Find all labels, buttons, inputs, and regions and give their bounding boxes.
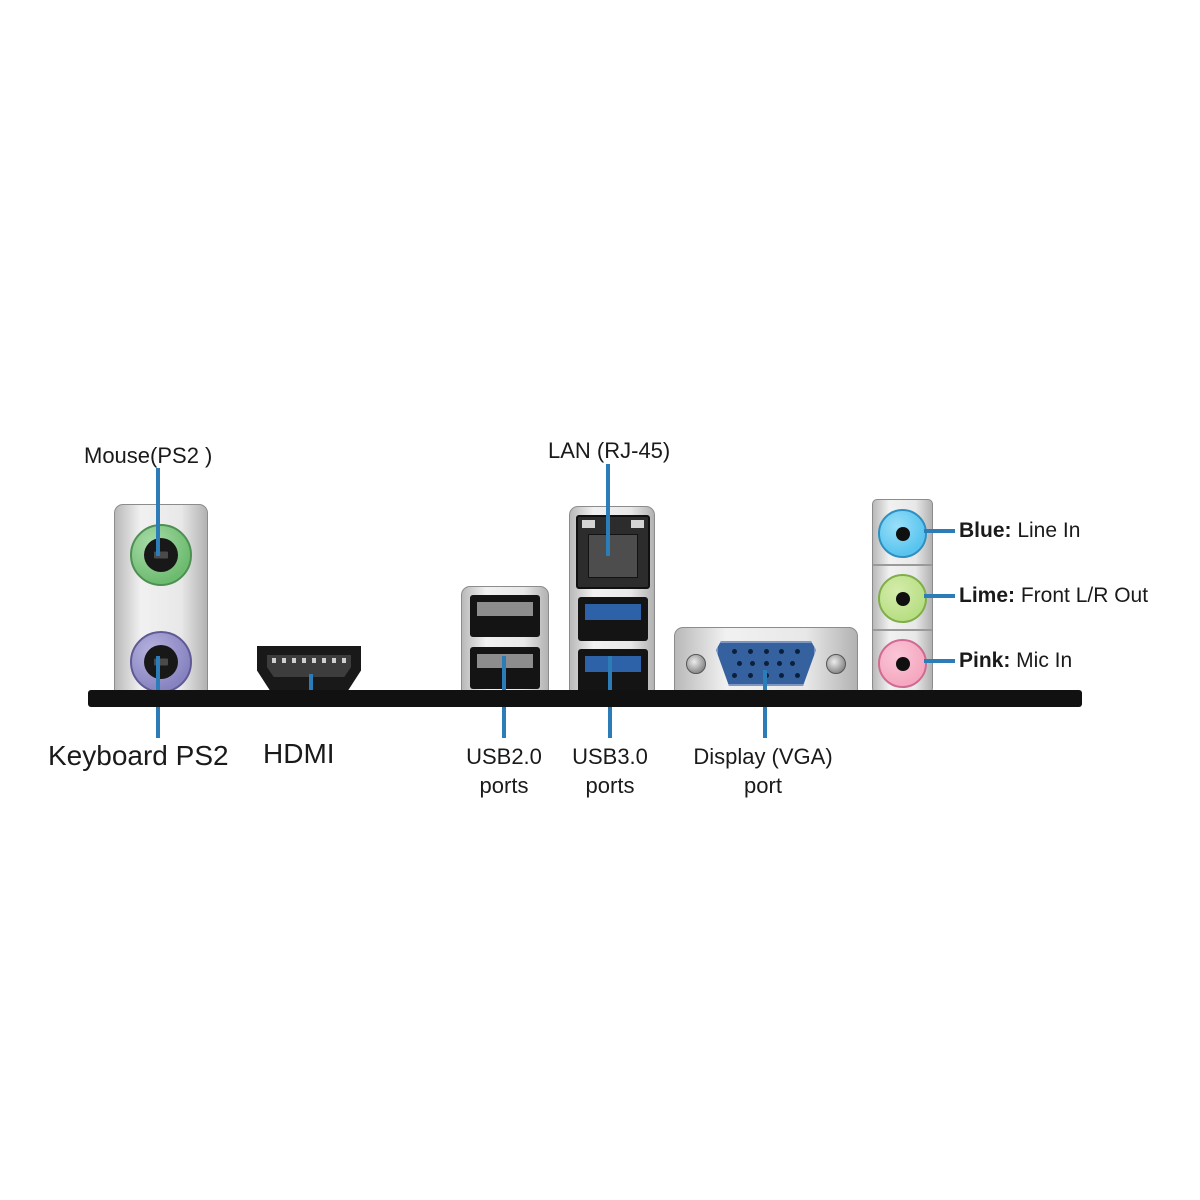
mic-in-label: Pink: Mic In	[959, 649, 1073, 672]
mouse-ps2-port-icon	[130, 524, 192, 586]
hdmi-port-icon	[257, 646, 361, 693]
mouse-leader-line	[156, 468, 160, 556]
audio-divider	[873, 564, 932, 566]
mouse-ps2-label: Mouse(PS2 )	[84, 443, 213, 468]
lan-led-left	[582, 520, 595, 528]
front-out-jack-icon	[878, 574, 927, 623]
vga-screw-left	[686, 654, 706, 674]
jack-hole	[895, 656, 910, 671]
jack-hole	[895, 591, 910, 606]
lan-led-right	[631, 520, 644, 528]
usb3-port-top-icon	[578, 597, 648, 641]
usb3-tongue	[585, 604, 641, 620]
mic-in-jack-icon	[878, 639, 927, 688]
audio-divider	[873, 629, 932, 631]
keyboard-ps2-port-inner	[144, 645, 178, 679]
usb3-port-bottom-icon	[578, 649, 648, 693]
line-in-jack-icon	[878, 509, 927, 558]
usb3-label: USB3.0 ports	[572, 744, 648, 798]
lan-usb3-port-block	[569, 506, 655, 700]
vga-label: Display (VGA) port	[693, 744, 833, 798]
line-in-label: Blue: Line In	[959, 519, 1081, 542]
lan-label: LAN (RJ-45)	[548, 438, 671, 463]
usb2-port-top-icon	[470, 595, 540, 637]
io-panel-bar	[88, 690, 1082, 707]
mic-in-leader-line	[924, 659, 955, 663]
audio-jack-block	[872, 499, 933, 693]
vga-screw-right	[826, 654, 846, 674]
lan-rj45-port-icon	[576, 515, 650, 589]
keyboard-ps2-port-icon	[130, 631, 192, 693]
lan-opening	[588, 534, 638, 578]
front-out-leader-line	[924, 594, 955, 598]
line-in-leader-line	[924, 529, 955, 533]
keyboard-ps2-label: Keyboard PS2	[48, 740, 229, 771]
ps2-port-block	[114, 504, 208, 700]
hdmi-label: HDMI	[263, 738, 335, 769]
usb2-tongue	[477, 602, 533, 616]
mouse-ps2-port-inner	[144, 538, 178, 572]
hdmi-pins	[272, 658, 346, 663]
usb3-tongue	[585, 656, 641, 672]
usb2-label: USB2.0 ports	[466, 744, 542, 798]
jack-hole	[895, 526, 910, 541]
hdmi-leader-line	[309, 674, 313, 702]
front-out-label: Lime: Front L/R Out	[959, 584, 1149, 607]
lan-leader-line	[606, 464, 610, 556]
